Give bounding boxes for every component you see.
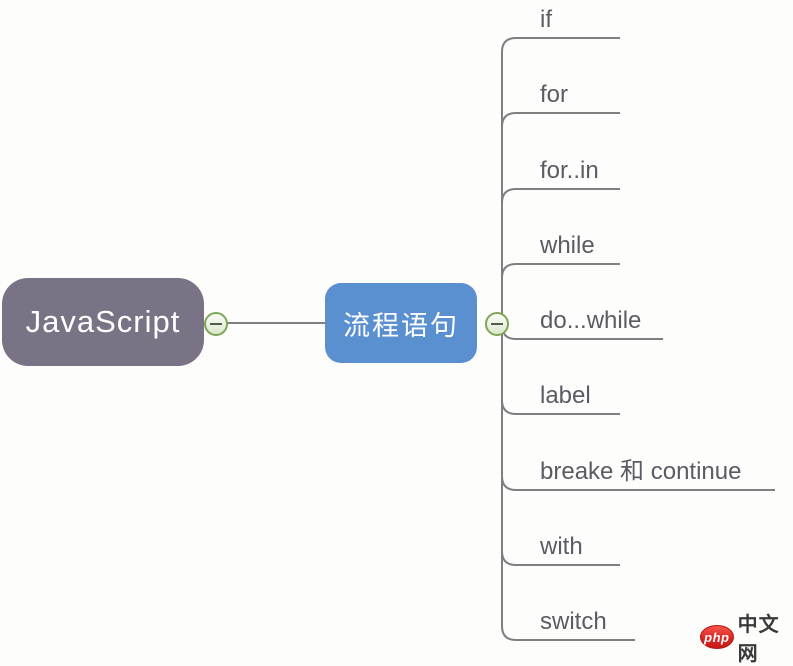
edge-leaf-branch: [501, 399, 620, 415]
watermark-site-name: 中文网: [737, 614, 780, 665]
edge-trunk: [501, 37, 635, 641]
edge-leaf-branch: [501, 550, 620, 566]
edge-leaf-branch: [501, 475, 775, 491]
php-logo-icon: php: [700, 625, 734, 649]
collapse-minus-icon[interactable]: [204, 312, 228, 336]
leaf-label[interactable]: while: [540, 232, 595, 259]
collapse-minus-icon[interactable]: [485, 312, 509, 336]
edge-leaf-branch: [501, 188, 620, 204]
leaf-label[interactable]: if: [540, 6, 552, 33]
leaf-label[interactable]: for..in: [540, 157, 599, 184]
leaf-label[interactable]: with: [540, 533, 583, 560]
leaf-label[interactable]: for: [540, 81, 569, 108]
leaf-label[interactable]: do...while: [540, 307, 642, 334]
leaf-label[interactable]: breake 和 continue: [540, 458, 742, 485]
php-cn-watermark: php 中文网: [700, 614, 793, 665]
edge-leaf-branch: [501, 263, 620, 279]
node-javascript[interactable]: JavaScript: [2, 278, 204, 366]
leaf-label[interactable]: label: [540, 382, 591, 409]
node-flow-statements[interactable]: 流程语句: [325, 283, 477, 363]
leaf-label[interactable]: switch: [540, 608, 607, 635]
edge-leaf-branch: [501, 112, 620, 128]
